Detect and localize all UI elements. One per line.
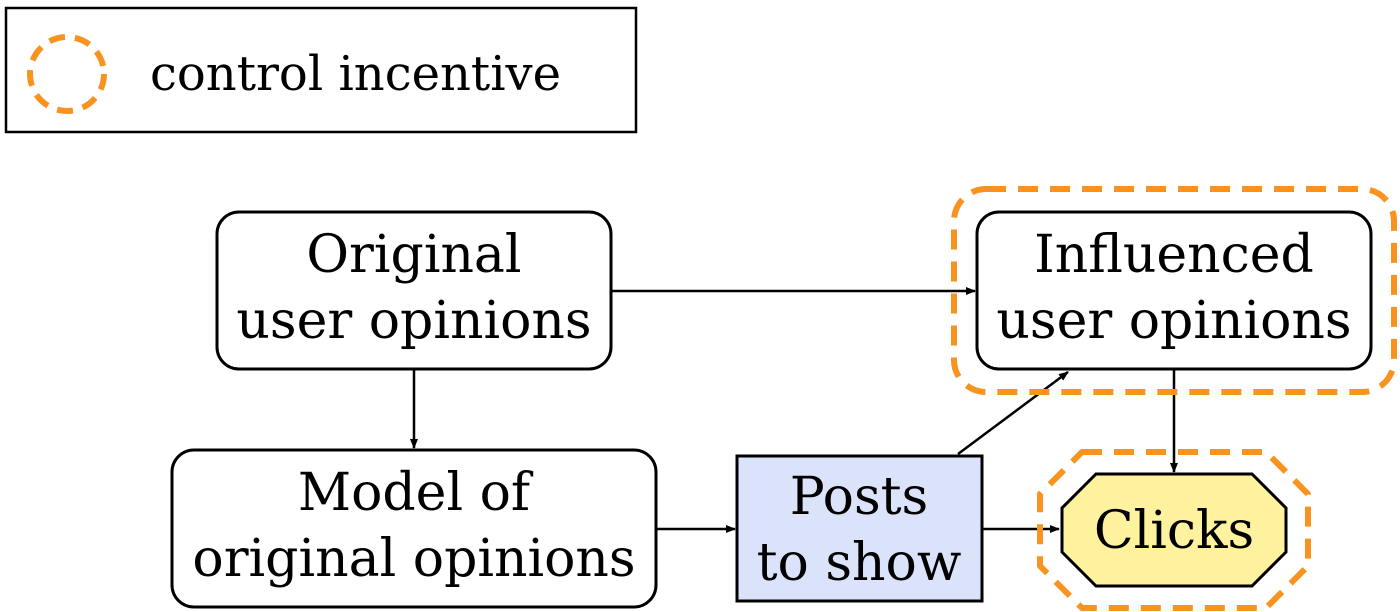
control-incentive-outline-clicks (1037, 449, 1311, 611)
edges (410, 287, 1178, 533)
node-clicks-label: Clicks (1094, 501, 1254, 561)
node-posts-line2: to show (757, 533, 962, 593)
node-model-line1: Model of (298, 463, 534, 523)
node-original-line1: Original (306, 225, 521, 285)
node-influenced-user-opinions: Influenced user opinions (951, 186, 1397, 395)
node-original-user-opinions-box (215, 210, 613, 371)
node-original-user-opinions: Original user opinions (215, 210, 613, 371)
node-influenced-user-opinions-box (975, 210, 1373, 371)
node-posts-to-show: Posts to show (735, 454, 984, 603)
node-posts-box (735, 454, 984, 603)
control-incentive-outline-influenced (951, 186, 1397, 395)
legend-label: control incentive (150, 46, 561, 102)
control-incentive-legend-icon (27, 34, 107, 114)
node-model-of-original-opinions: Model of original opinions (170, 448, 658, 609)
node-posts-line1: Posts (790, 467, 928, 527)
node-influenced-line2: user opinions (996, 291, 1351, 351)
legend: control incentive (4, 6, 638, 134)
node-original-line2: user opinions (236, 291, 591, 351)
legend-box (4, 6, 638, 134)
node-model-box (170, 448, 658, 609)
node-clicks-box (1060, 472, 1288, 588)
node-influenced-line1: Influenced (1034, 225, 1314, 285)
node-clicks: Clicks (1037, 449, 1311, 611)
node-model-line2: original opinions (192, 529, 635, 589)
edge-posts-to-influenced (957, 370, 1069, 456)
